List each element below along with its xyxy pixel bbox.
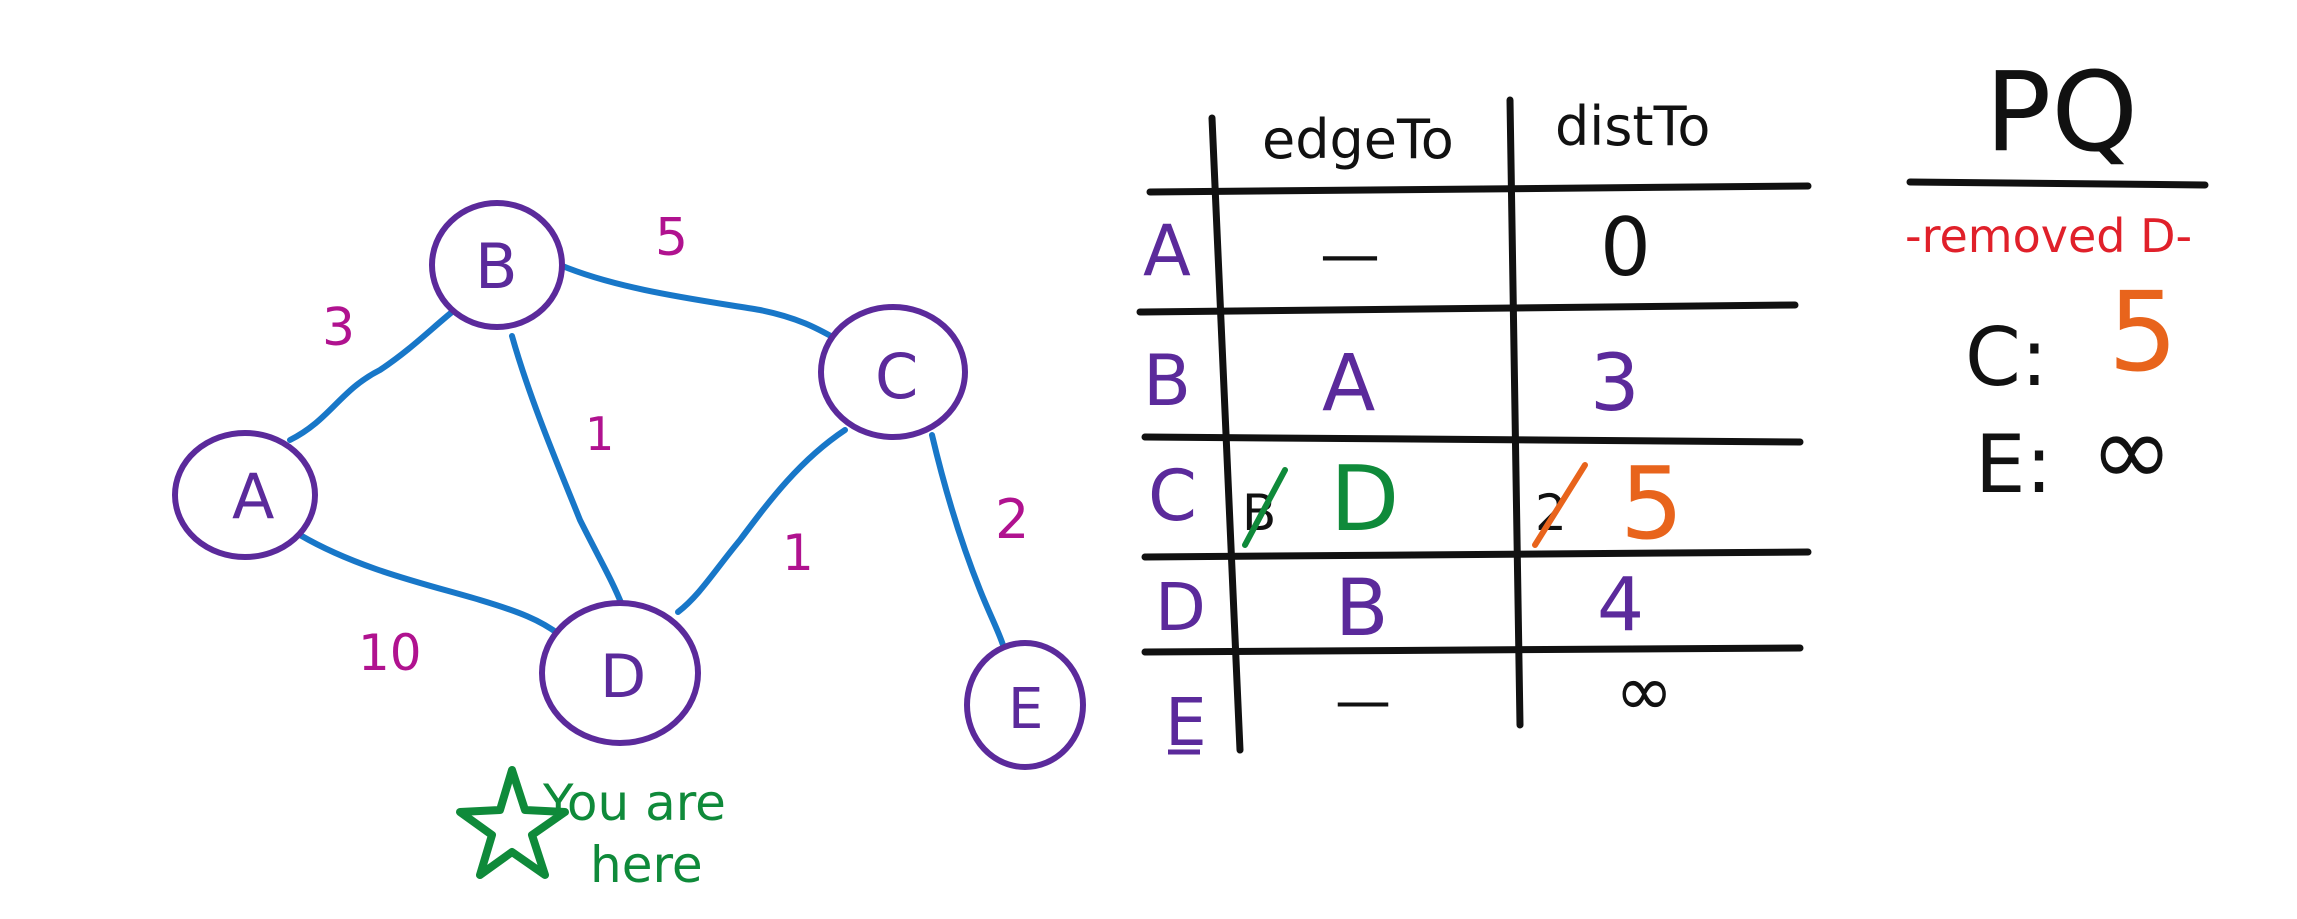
table-row-e: E — ∞: [1165, 650, 1673, 761]
row-d-distto: 4: [1597, 562, 1644, 648]
marker-line-1: You are: [542, 774, 726, 832]
node-c-label: C: [875, 340, 918, 413]
table-rule-3: [1141, 548, 1812, 561]
row-e-vertex: E: [1165, 684, 1207, 761]
graph-edges: [287, 262, 1006, 648]
row-a-vertex: A: [1143, 210, 1191, 292]
node-d: D: [539, 600, 701, 746]
pq-entry-e-value: ∞: [2090, 392, 2173, 509]
row-c-edgeto-strike: [1242, 467, 1288, 548]
pq-panel: PQ -removed D- C: 5 E: ∞: [1905, 48, 2209, 511]
node-d-label: D: [600, 642, 646, 712]
table-rule-header: [1146, 182, 1812, 196]
table-rule-1: [1136, 301, 1799, 316]
pq-title-underline: [1906, 178, 2209, 189]
edge-a-d: [297, 532, 563, 638]
pq-entry-e-key: E:: [1975, 418, 2053, 511]
edge-weights: 3 5 1 10 1 2: [322, 208, 1029, 682]
edge-b-c: [557, 262, 841, 343]
header-edgeto: edgeTo: [1262, 108, 1454, 171]
row-c-distto-strike: [1532, 462, 1588, 548]
star-icon: [456, 766, 569, 879]
table-divider-left: [1208, 114, 1244, 754]
node-a: A: [172, 430, 318, 560]
header-distto: distTo: [1555, 95, 1710, 158]
row-e-edgeto: —: [1335, 669, 1391, 734]
edge-c-e: [929, 432, 1006, 648]
you-are-here-marker: You are here: [456, 766, 726, 894]
table-rule-2: [1141, 433, 1804, 446]
weight-c-e: 2: [995, 488, 1029, 551]
weight-a-b: 3: [322, 298, 355, 358]
weight-c-d: 1: [782, 524, 814, 582]
table-row-d: D B 4: [1155, 562, 1644, 654]
node-b-label: B: [475, 230, 518, 303]
weight-a-d: 10: [358, 624, 422, 682]
table-row-c: C B D 2 5: [1148, 445, 1684, 562]
node-b: B: [429, 200, 565, 330]
edge-a-b: [287, 309, 455, 443]
row-b-edgeto: A: [1322, 339, 1375, 429]
node-e-label: E: [1008, 677, 1043, 742]
row-a-edgeto: —: [1320, 220, 1380, 290]
table-rule-4: [1141, 644, 1804, 656]
edge-b-d: [509, 333, 625, 608]
pq-entry-e: E: ∞: [1975, 392, 2173, 511]
pq-entry-c-key: C:: [1965, 311, 2048, 404]
weight-b-d: 1: [585, 407, 614, 461]
table-row-b: B A 3: [1143, 339, 1640, 429]
pq-removed-note: -removed D-: [1905, 209, 2192, 263]
row-e-distto: ∞: [1615, 650, 1673, 732]
row-a-distto: 0: [1600, 201, 1651, 294]
table-row-a: A — 0: [1143, 201, 1651, 294]
weight-b-c: 5: [655, 208, 688, 268]
row-c-vertex: C: [1148, 455, 1197, 537]
row-b-distto: 3: [1590, 339, 1640, 429]
row-c-edgeto: D: [1330, 447, 1399, 552]
pq-entry-c: C: 5: [1965, 268, 2178, 404]
row-c-distto: 5: [1620, 445, 1684, 562]
row-d-vertex: D: [1155, 569, 1206, 646]
table-divider-mid: [1506, 96, 1524, 729]
row-d-edgeto: B: [1335, 564, 1389, 654]
node-a-label: A: [232, 460, 274, 533]
pq-entry-c-value: 5: [2108, 268, 2178, 396]
pq-title: PQ: [1985, 48, 2138, 176]
table-grid: [1136, 96, 1812, 754]
node-e: E: [964, 640, 1086, 770]
graph-nodes: A B C D E: [172, 200, 1086, 770]
marker-line-2: here: [590, 836, 703, 894]
edge-c-d: [675, 427, 848, 615]
row-b-vertex: B: [1143, 340, 1191, 422]
node-c: C: [818, 304, 968, 440]
